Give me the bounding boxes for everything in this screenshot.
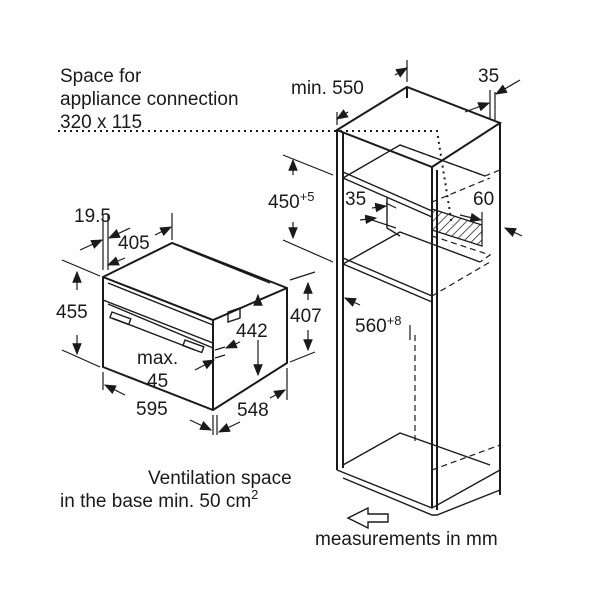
ventilation-label-superscript: 2	[251, 487, 258, 502]
dim-455: 455	[56, 302, 88, 323]
dim-max-label: max.	[137, 348, 178, 369]
labels: Space for appliance connection 320 x 115…	[56, 66, 499, 550]
oven-appliance	[102, 241, 288, 412]
units-note: measurements in mm	[315, 529, 498, 550]
dim-595: 595	[136, 399, 168, 420]
connection-label-line3: 320 x 115	[60, 112, 142, 133]
ventilation-label-line1: Ventilation space	[148, 468, 292, 489]
dim-548: 548	[237, 400, 269, 421]
dim-450: 450+5	[268, 189, 315, 213]
dim-560-tolerance: +8	[387, 313, 402, 328]
tall-cabinet	[58, 85, 503, 516]
dim-560-value: 560	[355, 316, 387, 337]
dim-405: 405	[118, 233, 150, 254]
connection-label-line1: Space for	[60, 66, 142, 87]
dim-450-value: 450	[268, 192, 300, 213]
ventilation-arrow-icon	[346, 506, 389, 530]
dim-19-5: 19.5	[74, 206, 111, 227]
dimension-lines	[61, 60, 523, 435]
dim-35-top: 35	[478, 66, 499, 87]
dim-450-tolerance: +5	[300, 189, 315, 204]
dim-442: 442	[236, 321, 268, 342]
dim-407: 407	[290, 306, 322, 327]
dim-35-mid: 35	[345, 189, 366, 210]
ventilation-label-text: in the base min. 50 cm	[60, 491, 251, 512]
ventilation-label-line2: in the base min. 50 cm2	[60, 487, 258, 512]
connection-area-hatch	[431, 208, 483, 247]
connection-label-line2: appliance connection	[60, 89, 239, 110]
dim-560: 560+8	[355, 313, 402, 337]
dim-60: 60	[473, 189, 494, 210]
dim-min-550: min. 550	[291, 78, 364, 99]
dim-45: 45	[147, 371, 168, 392]
